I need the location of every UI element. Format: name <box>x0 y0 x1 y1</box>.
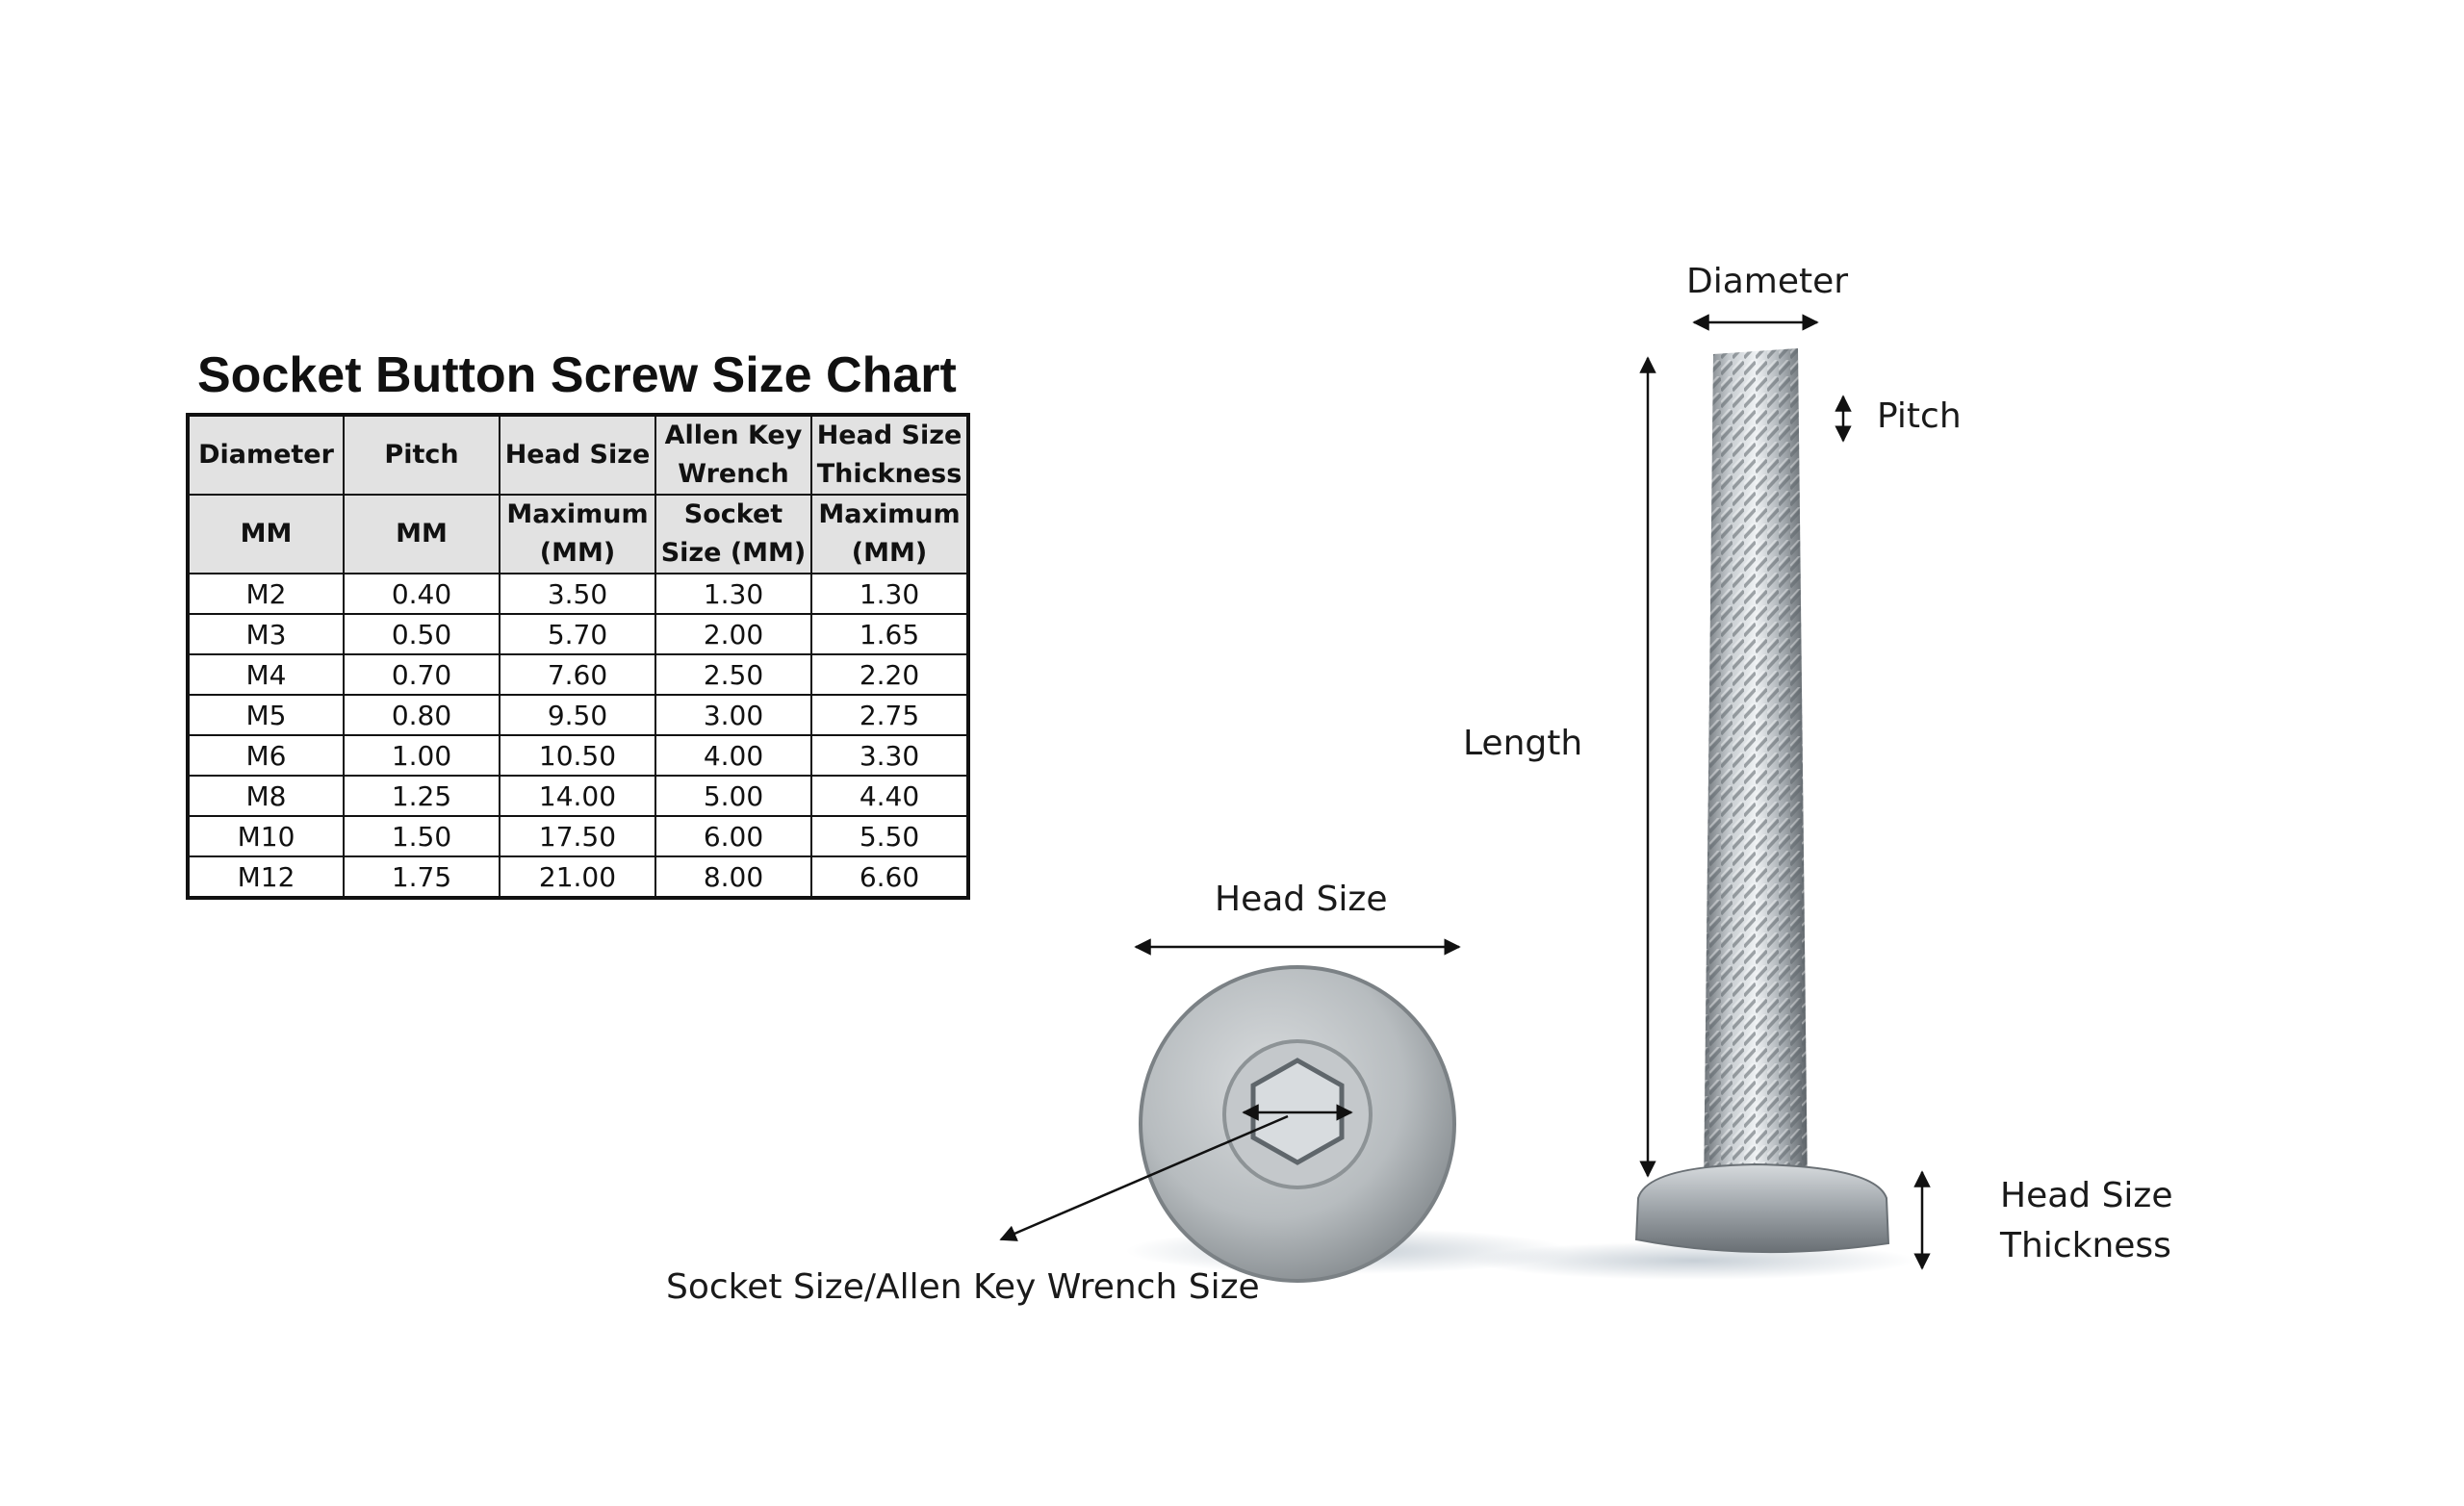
table-cell: 8.00 <box>654 855 812 899</box>
table-cell: 6.00 <box>654 815 812 857</box>
table-cell: M12 <box>187 855 345 899</box>
header-cell: Head Size <box>499 414 656 496</box>
size-table: Diameter Pitch Head Size Allen Key Wrenc… <box>186 413 970 900</box>
table-cell: 2.00 <box>654 613 812 655</box>
table-cell: 5.50 <box>810 815 969 857</box>
pitch-label: Pitch <box>1877 396 1962 436</box>
table-cell: M10 <box>187 815 345 857</box>
header-cell: Head Size Thickness <box>810 414 969 496</box>
table-cell: 5.00 <box>654 775 812 817</box>
table-cell: 21.00 <box>499 855 656 899</box>
table-cell: 3.00 <box>654 694 812 736</box>
table-cell: 5.70 <box>499 613 656 655</box>
screw-button-head <box>1634 1162 1890 1254</box>
screw-head-front <box>1126 965 1569 1283</box>
table-cell: 0.70 <box>343 653 500 696</box>
header-cell: Pitch <box>343 414 500 496</box>
table-cell: M2 <box>187 573 345 615</box>
table-cell: 1.30 <box>810 573 969 615</box>
socket-pointer-arrow <box>999 1114 1289 1241</box>
head-size-thickness-label-2: Thickness <box>2000 1226 2171 1265</box>
table-cell: M3 <box>187 613 345 655</box>
table-cell: 2.75 <box>810 694 969 736</box>
header-cell: Allen Key Wrench <box>654 414 812 496</box>
table-cell: 10.50 <box>499 734 656 777</box>
table-cell: 7.60 <box>499 653 656 696</box>
table-cell: 0.80 <box>343 694 500 736</box>
header-cell: Maximum (MM) <box>810 494 969 574</box>
table-cell: M5 <box>187 694 345 736</box>
table-cell: 4.00 <box>654 734 812 777</box>
table-cell: 0.50 <box>343 613 500 655</box>
table-cell: 1.30 <box>654 573 812 615</box>
table-cell: 1.65 <box>810 613 969 655</box>
table-row: M3 0.50 5.70 2.00 1.65 <box>187 613 969 655</box>
table-cell: 1.75 <box>343 855 500 899</box>
table-cell: 4.40 <box>810 775 969 817</box>
table-cell: 2.20 <box>810 653 969 696</box>
table-cell: M4 <box>187 653 345 696</box>
table-cell: M6 <box>187 734 345 777</box>
table-row: M8 1.25 14.00 5.00 4.40 <box>187 775 969 817</box>
table-cell: 1.50 <box>343 815 500 857</box>
table-row: M2 0.40 3.50 1.30 1.30 <box>187 573 969 615</box>
table-row: M10 1.50 17.50 6.00 5.50 <box>187 815 969 857</box>
table-header-row: MM MM Maximum (MM) Socket Size (MM) Maxi… <box>187 494 969 574</box>
table-cell: 0.40 <box>343 573 500 615</box>
table-cell: 2.50 <box>654 653 812 696</box>
screw-threads <box>1704 348 1808 1193</box>
table-cell: 6.60 <box>810 855 969 899</box>
table-cell: 14.00 <box>499 775 656 817</box>
table-cell: M8 <box>187 775 345 817</box>
chart-title: Socket Button Screw Size Chart <box>197 347 957 403</box>
table-row: M12 1.75 21.00 8.00 6.60 <box>187 855 969 899</box>
header-cell: Socket Size (MM) <box>654 494 812 574</box>
screw-side <box>1473 348 1915 1280</box>
table-cell: 3.50 <box>499 573 656 615</box>
header-cell: MM <box>187 494 345 574</box>
table-cell: 1.25 <box>343 775 500 817</box>
header-cell: Maximum (MM) <box>499 494 656 574</box>
head-size-thickness-label-1: Head Size <box>2000 1176 2173 1215</box>
table-row: M5 0.80 9.50 3.00 2.75 <box>187 694 969 736</box>
head-size-label: Head Size <box>1215 880 1388 919</box>
header-cell: Diameter <box>187 414 345 496</box>
diameter-label: Diameter <box>1686 262 1849 301</box>
table-row: M4 0.70 7.60 2.50 2.20 <box>187 653 969 696</box>
length-label: Length <box>1463 724 1583 763</box>
header-cell: MM <box>343 494 500 574</box>
table-cell: 9.50 <box>499 694 656 736</box>
socket-size-label: Socket Size/Allen Key Wrench Size <box>666 1267 1260 1307</box>
table-cell: 3.30 <box>810 734 969 777</box>
table-cell: 1.00 <box>343 734 500 777</box>
table-row: M6 1.00 10.50 4.00 3.30 <box>187 734 969 777</box>
table-header-row: Diameter Pitch Head Size Allen Key Wrenc… <box>187 414 969 496</box>
table-cell: 17.50 <box>499 815 656 857</box>
